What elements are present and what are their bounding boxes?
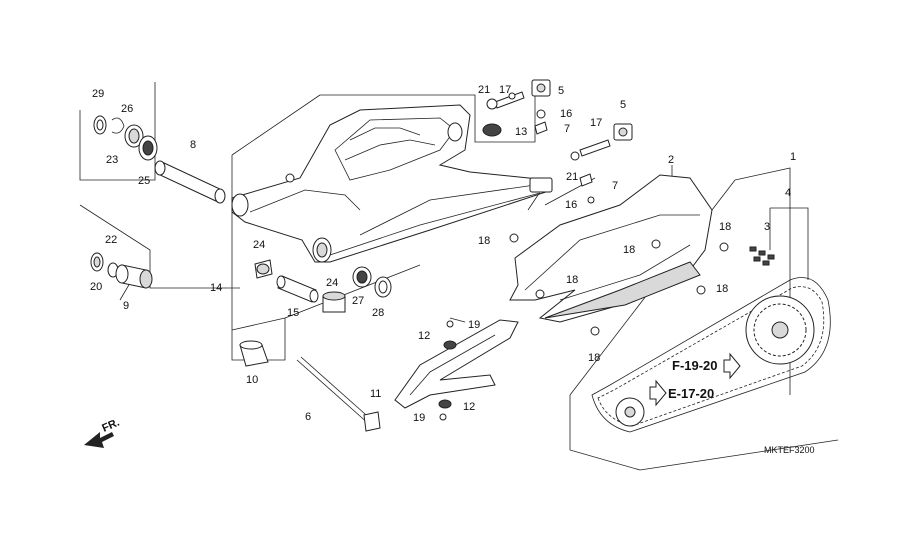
callout-11: 11 xyxy=(370,388,381,400)
callout-21: 21 xyxy=(478,84,490,96)
callout-29: 29 xyxy=(92,88,104,100)
callout-3: 3 xyxy=(764,221,770,233)
callout-17: 17 xyxy=(499,84,511,96)
callout-25: 25 xyxy=(138,175,150,187)
callout-5: 5 xyxy=(558,85,564,97)
front-label: FR. xyxy=(100,417,121,435)
callout-5: 5 xyxy=(620,99,626,111)
callout-26: 26 xyxy=(121,103,133,115)
callout-18: 18 xyxy=(478,235,490,247)
drive-chain xyxy=(591,246,831,433)
callout-27: 27 xyxy=(352,295,364,307)
pivot-bearing-set-lower xyxy=(90,252,153,289)
pivot-axle xyxy=(239,340,381,432)
callout-24: 24 xyxy=(253,239,265,251)
callout-19: 19 xyxy=(468,319,480,331)
collar-8 xyxy=(154,160,226,204)
reference-e: E-17-20 xyxy=(668,386,714,401)
callout-18: 18 xyxy=(719,221,731,233)
callout-12: 12 xyxy=(418,330,430,342)
callout-13: 13 xyxy=(515,126,527,138)
bushing-set xyxy=(254,259,392,313)
callout-15: 15 xyxy=(287,307,299,319)
callout-18: 18 xyxy=(716,283,728,295)
callout-6: 6 xyxy=(305,411,311,423)
callout-2: 2 xyxy=(668,154,674,166)
adjuster-hardware xyxy=(482,79,633,204)
callout-12: 12 xyxy=(463,401,475,413)
callout-16: 16 xyxy=(565,199,577,211)
callout-8: 8 xyxy=(190,139,196,151)
callout-22: 22 xyxy=(105,234,117,246)
callout-17: 17 xyxy=(590,117,602,129)
pivot-bearing-set-upper xyxy=(93,115,158,161)
callout-4: 4 xyxy=(785,187,791,199)
callout-20: 20 xyxy=(90,281,102,293)
reference-f: F-19-20 xyxy=(672,358,718,373)
diagram-code: MKTEF3200 xyxy=(764,445,815,455)
callout-28: 28 xyxy=(372,307,384,319)
front-arrow: FR. xyxy=(84,417,121,448)
callout-18: 18 xyxy=(566,274,578,286)
callout-19: 19 xyxy=(413,412,425,424)
ref-arrows xyxy=(649,352,741,407)
callout-16: 16 xyxy=(560,108,572,120)
chain-slider xyxy=(394,319,519,421)
chain-case xyxy=(509,174,729,336)
callout-1: 1 xyxy=(790,151,796,163)
swingarm xyxy=(231,104,553,263)
callout-9: 9 xyxy=(123,300,129,312)
callout-labels: 1 2 3 4 5 5 6 7 7 8 9 10 11 12 12 13 14 … xyxy=(90,84,796,424)
callout-21: 21 xyxy=(566,171,578,183)
master-link xyxy=(749,246,775,266)
callout-10: 10 xyxy=(246,374,258,386)
callout-18: 18 xyxy=(588,352,600,364)
callout-18: 18 xyxy=(623,244,635,256)
callout-7: 7 xyxy=(564,123,570,135)
callout-14: 14 xyxy=(210,282,222,294)
callout-7: 7 xyxy=(612,180,618,192)
callout-24: 24 xyxy=(326,277,338,289)
callout-23: 23 xyxy=(106,154,118,166)
